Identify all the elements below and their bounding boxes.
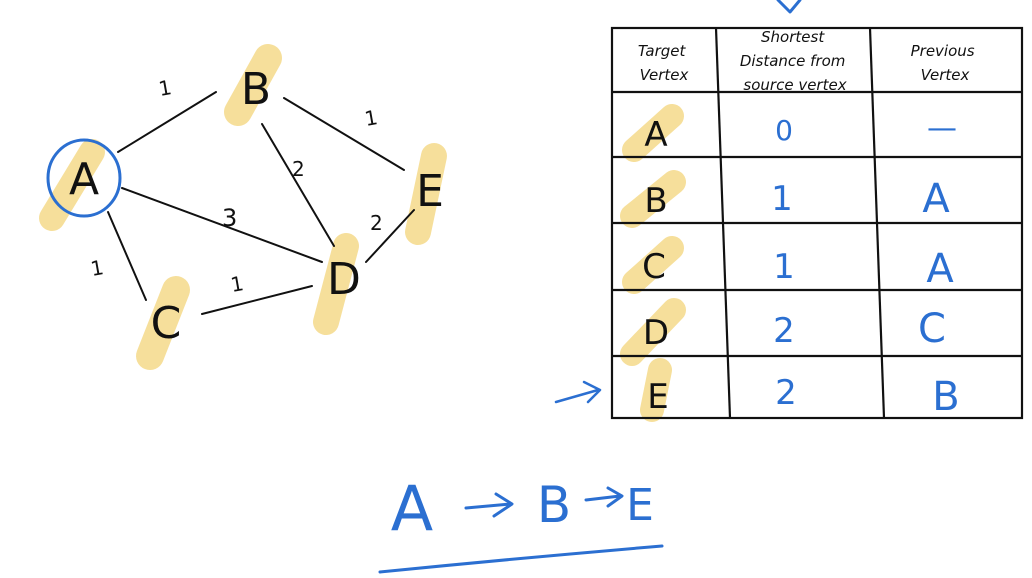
- edge-d-e: [365, 209, 415, 263]
- header-shortest-distance: Shortest Distance from source vertex: [740, 28, 850, 94]
- weight-a-d: 3: [222, 204, 237, 232]
- row-pointer-arrow: [554, 380, 602, 404]
- edge-b-d: [261, 123, 335, 247]
- vertex-column-highlights: [620, 104, 686, 422]
- highlight-row-c: [622, 236, 684, 294]
- header-target-vertex: Target Vertex: [638, 42, 690, 84]
- graph-nodes: A B C D E: [69, 64, 444, 349]
- row-b-distance: 1: [771, 179, 793, 219]
- node-a: A: [69, 154, 99, 205]
- node-b: B: [241, 64, 271, 115]
- highlight-row-a: [622, 104, 684, 162]
- highlight-row-e: [640, 358, 672, 422]
- weight-c-d: 1: [229, 271, 246, 297]
- source-node-circle: [46, 138, 122, 218]
- highlight-node-e: [405, 143, 447, 245]
- path-arrow-1: [464, 492, 514, 518]
- node-d: D: [327, 254, 361, 305]
- weight-b-e: 1: [363, 105, 380, 131]
- row-d-distance: 2: [773, 311, 795, 351]
- row-e-distance: 2: [775, 373, 797, 413]
- highlight-row-b: [620, 170, 686, 228]
- highlight-node-c: [136, 276, 190, 370]
- distance-table: Target Vertex Shortest Distance from sou…: [554, 26, 1024, 422]
- top-arrow-fragment: [776, 0, 802, 14]
- path-arrows: [464, 486, 624, 518]
- row-e-previous: B: [932, 374, 959, 420]
- graph: 1 1 3 2 1 1 2 A B C D E: [39, 44, 447, 370]
- highlight-node-b: [224, 44, 282, 126]
- weight-a-b: 1: [157, 75, 174, 101]
- table-rows: A B C D E 0 1 1 2 2 — A A C B: [642, 111, 960, 420]
- row-b-previous: A: [922, 176, 950, 222]
- node-e: E: [416, 166, 444, 217]
- highlight-row-d: [620, 298, 686, 366]
- row-a-previous: —: [927, 111, 957, 146]
- weight-d-e: 2: [370, 211, 383, 235]
- path-node-2: B: [537, 476, 571, 534]
- edge-weights: 1 1 3 2 1 1 2: [89, 75, 383, 297]
- path-node-3: E: [626, 480, 654, 531]
- edge-b-e: [283, 97, 405, 171]
- weight-a-c: 1: [89, 255, 106, 281]
- row-a-distance: 0: [775, 114, 793, 147]
- row-d-vertex: D: [643, 313, 669, 353]
- path-underline: [378, 544, 664, 574]
- edge-c-d: [201, 285, 313, 315]
- row-e-vertex: E: [647, 377, 668, 417]
- edge-a-b: [117, 91, 217, 153]
- row-d-previous: C: [918, 306, 946, 352]
- row-b-vertex: B: [644, 181, 667, 221]
- table-grid: [610, 26, 1024, 420]
- header-previous-vertex: Previous Vertex: [911, 42, 980, 84]
- edge-a-d: [121, 187, 323, 263]
- graph-edges: [107, 91, 415, 315]
- highlight-node-d: [313, 233, 359, 335]
- path-arrow-2: [584, 486, 624, 508]
- table-headers: Target Vertex Shortest Distance from sou…: [638, 28, 980, 94]
- edge-a-c: [107, 211, 147, 301]
- result-path: A B E: [378, 472, 664, 574]
- row-c-previous: A: [926, 246, 954, 292]
- row-a-vertex: A: [644, 115, 667, 155]
- row-c-vertex: C: [642, 247, 666, 287]
- row-c-distance: 1: [773, 247, 795, 287]
- path-node-1: A: [391, 472, 433, 545]
- weight-b-d: 2: [292, 157, 305, 181]
- node-c: C: [151, 298, 182, 349]
